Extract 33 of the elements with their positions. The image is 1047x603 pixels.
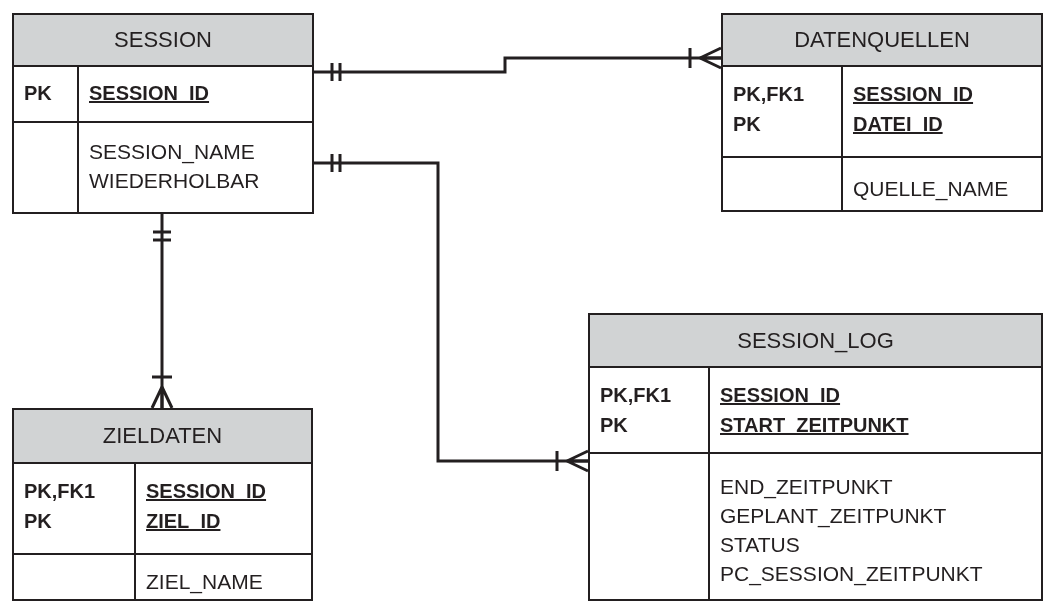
key-label: PK,FK1 xyxy=(24,479,96,504)
entity-table xyxy=(12,408,313,601)
attribute-field: QUELLE_NAME xyxy=(853,174,1009,203)
relationship-line xyxy=(150,214,174,410)
key-label: PK xyxy=(600,413,628,438)
key-label: PK xyxy=(24,81,52,106)
relationship-line xyxy=(314,46,723,81)
attribute-field: END_ZEITPUNKT xyxy=(720,472,893,501)
primary-key-field: SESSION_ID xyxy=(146,476,267,506)
key-label: PK xyxy=(24,509,52,534)
entity-table xyxy=(721,13,1043,212)
table-name: SESSION xyxy=(114,27,212,53)
primary-key-field: SESSION_ID xyxy=(720,380,841,410)
attribute-field: WIEDERHOLBAR xyxy=(89,166,260,195)
table-name: SESSION_LOG xyxy=(737,327,894,354)
key-label: PK,FK1 xyxy=(733,82,805,107)
primary-key-field: ZIEL_ID xyxy=(146,506,221,536)
key-label: PK xyxy=(733,112,761,137)
entity-table xyxy=(588,313,1043,601)
primary-key-field: SESSION_ID xyxy=(853,79,974,109)
entity-table xyxy=(12,13,314,214)
attribute-field: ZIEL_NAME xyxy=(146,567,263,596)
attribute-field: PC_SESSION_ZEITPUNKT xyxy=(720,559,983,588)
table-name: ZIELDATEN xyxy=(102,423,223,449)
primary-key-field: START_ZEITPUNKT xyxy=(720,410,909,440)
primary-key-field: DATEI_ID xyxy=(853,109,943,139)
attribute-field: STATUS xyxy=(720,530,800,559)
key-label: PK,FK1 xyxy=(600,383,672,408)
attribute-field: SESSION_NAME xyxy=(89,137,255,166)
attribute-field: GEPLANT_ZEITPUNKT xyxy=(720,501,947,530)
table-name: DATENQUELLEN xyxy=(794,27,970,53)
primary-key-field: SESSION_ID xyxy=(89,78,210,108)
relationship-line xyxy=(314,154,590,473)
